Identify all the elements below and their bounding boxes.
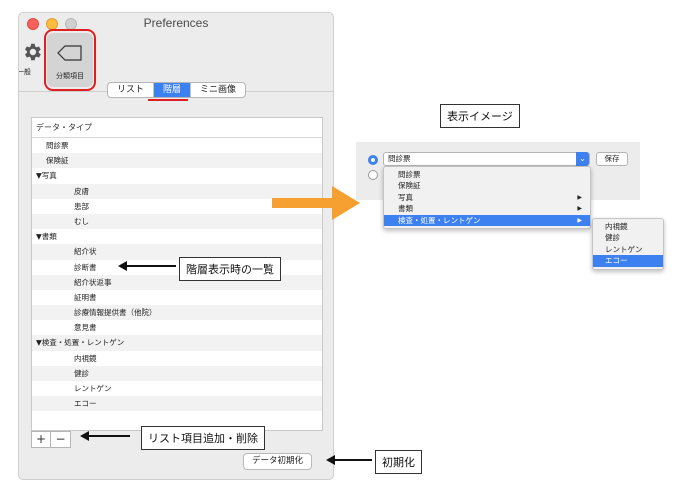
list-item[interactable]: ▼検査・処置・レントゲン xyxy=(32,335,322,351)
list-header: データ・タイプ xyxy=(32,118,322,138)
toolbar-general-label: 一般 xyxy=(18,68,31,76)
list-item[interactable]: 紹介状 xyxy=(32,244,322,260)
list-item[interactable]: レントゲン xyxy=(74,384,112,393)
menu-item[interactable]: 問診票 xyxy=(384,169,590,180)
view-segmented-control: リスト 階層 ミニ画像 xyxy=(107,82,247,98)
chevron-down-icon: ⌄ xyxy=(576,152,589,166)
toolbar-category[interactable]: 分類項目 xyxy=(47,33,93,87)
menu-item-label: 書類 xyxy=(398,204,413,214)
list-item[interactable]: ▼写真 xyxy=(36,171,57,181)
tab-hierarchy[interactable]: 階層 xyxy=(154,83,192,97)
preferences-window: Preferences 一般 分類項目 リスト 階層 ミニ画像 データ・タイプ … xyxy=(18,12,334,480)
toolbar-category-label: 分類項目 xyxy=(56,72,84,80)
submenu-item[interactable]: レントゲン xyxy=(605,244,643,254)
list-item[interactable]: 診断書 xyxy=(74,262,97,272)
window-title: Preferences xyxy=(143,16,209,30)
arrow-left-icon xyxy=(118,261,127,271)
list-item[interactable]: 保険証 xyxy=(32,153,322,169)
list-item[interactable]: エコー xyxy=(32,396,322,412)
callout-display-image: 表示イメージ xyxy=(440,104,520,128)
submenu: 内視鏡健診レントゲンエコー xyxy=(592,218,664,270)
list-item[interactable]: 健診 xyxy=(32,365,322,381)
save-button[interactable]: 保存 xyxy=(596,152,628,166)
tag-icon xyxy=(57,45,82,61)
tab-list[interactable]: リスト xyxy=(108,83,155,97)
arrow-left-icon xyxy=(326,455,335,465)
submenu-arrow-icon: ▶ xyxy=(577,216,582,224)
list-item[interactable]: 皮膚 xyxy=(32,183,322,199)
submenu-item[interactable]: エコー xyxy=(593,255,663,267)
data-type-select[interactable]: 問診票 ⌄ xyxy=(383,152,590,166)
list-item[interactable]: 患部 xyxy=(74,201,89,211)
remove-button[interactable]: − xyxy=(55,432,66,446)
select-value: 問診票 xyxy=(388,154,411,163)
menu-item-label: 問診票 xyxy=(398,170,421,179)
add-remove-control: + − xyxy=(31,431,71,448)
list-item[interactable]: 証明書 xyxy=(74,292,97,302)
list-item[interactable]: 意見書 xyxy=(74,323,97,333)
data-type-list[interactable]: データ・タイプ 問診票保険証▼写真皮膚患部むし▼書類紹介状診断書紹介状返事証明書… xyxy=(31,117,323,431)
callout-reset: 初期化 xyxy=(375,450,422,474)
menu-item[interactable]: 書類 ▶ xyxy=(384,203,590,214)
list-item[interactable]: 問診票 xyxy=(46,141,69,150)
list-item[interactable]: ▼書類 xyxy=(36,232,57,242)
menu-item[interactable]: 写真 ▶ xyxy=(384,192,590,203)
arrow-left-icon xyxy=(80,431,89,441)
arrow-line xyxy=(126,265,176,267)
menu-item[interactable]: 検査・処置・レントゲン ▶ xyxy=(384,214,590,226)
add-button[interactable]: + xyxy=(32,432,51,447)
callout-hierarchy-list: 階層表示時の一覧 xyxy=(179,257,281,281)
submenu-arrow-icon: ▶ xyxy=(577,205,582,213)
submenu-arrow-icon: ▶ xyxy=(577,193,582,201)
submenu-item[interactable]: 健診 xyxy=(605,233,620,243)
menu-item-label: 保険証 xyxy=(398,181,421,191)
reset-data-button[interactable]: データ初期化 xyxy=(243,453,313,470)
list-item[interactable]: 内視鏡 xyxy=(74,353,97,363)
list-item[interactable]: 診療情報提供書（他院） xyxy=(32,305,322,321)
gear-icon xyxy=(25,43,41,61)
tab-mini-image[interactable]: ミニ画像 xyxy=(200,85,237,95)
display-image-preview: 問診票 ⌄ 保存 問診票保険証写真 ▶ 書類 ▶ 検査・処置・レントゲン ▶ 内視鏡健診レ… xyxy=(356,142,668,278)
active-tab-underline xyxy=(148,99,188,101)
arrow-line xyxy=(88,435,130,437)
menu-item-label: 検査・処置・レントゲン xyxy=(398,215,481,225)
highlight-box xyxy=(44,29,96,91)
arrow-line xyxy=(334,459,372,461)
menu-item-label: 写真 xyxy=(398,192,413,202)
toolbar-general[interactable]: 一般 xyxy=(19,37,45,87)
radio-selected[interactable] xyxy=(368,155,378,165)
callout-add-remove: リスト項目追加・削除 xyxy=(141,426,265,450)
submenu-item[interactable]: 内視鏡 xyxy=(605,222,628,231)
menu-item[interactable]: 保険証 xyxy=(384,180,590,191)
dropdown-menu: 問診票保険証写真 ▶ 書類 ▶ 検査・処置・レントゲン ▶ xyxy=(383,166,591,229)
radio-unselected[interactable] xyxy=(368,170,378,180)
list-item[interactable]: むし xyxy=(32,213,322,230)
close-button[interactable] xyxy=(27,18,39,30)
orange-arrow-icon xyxy=(272,186,360,220)
